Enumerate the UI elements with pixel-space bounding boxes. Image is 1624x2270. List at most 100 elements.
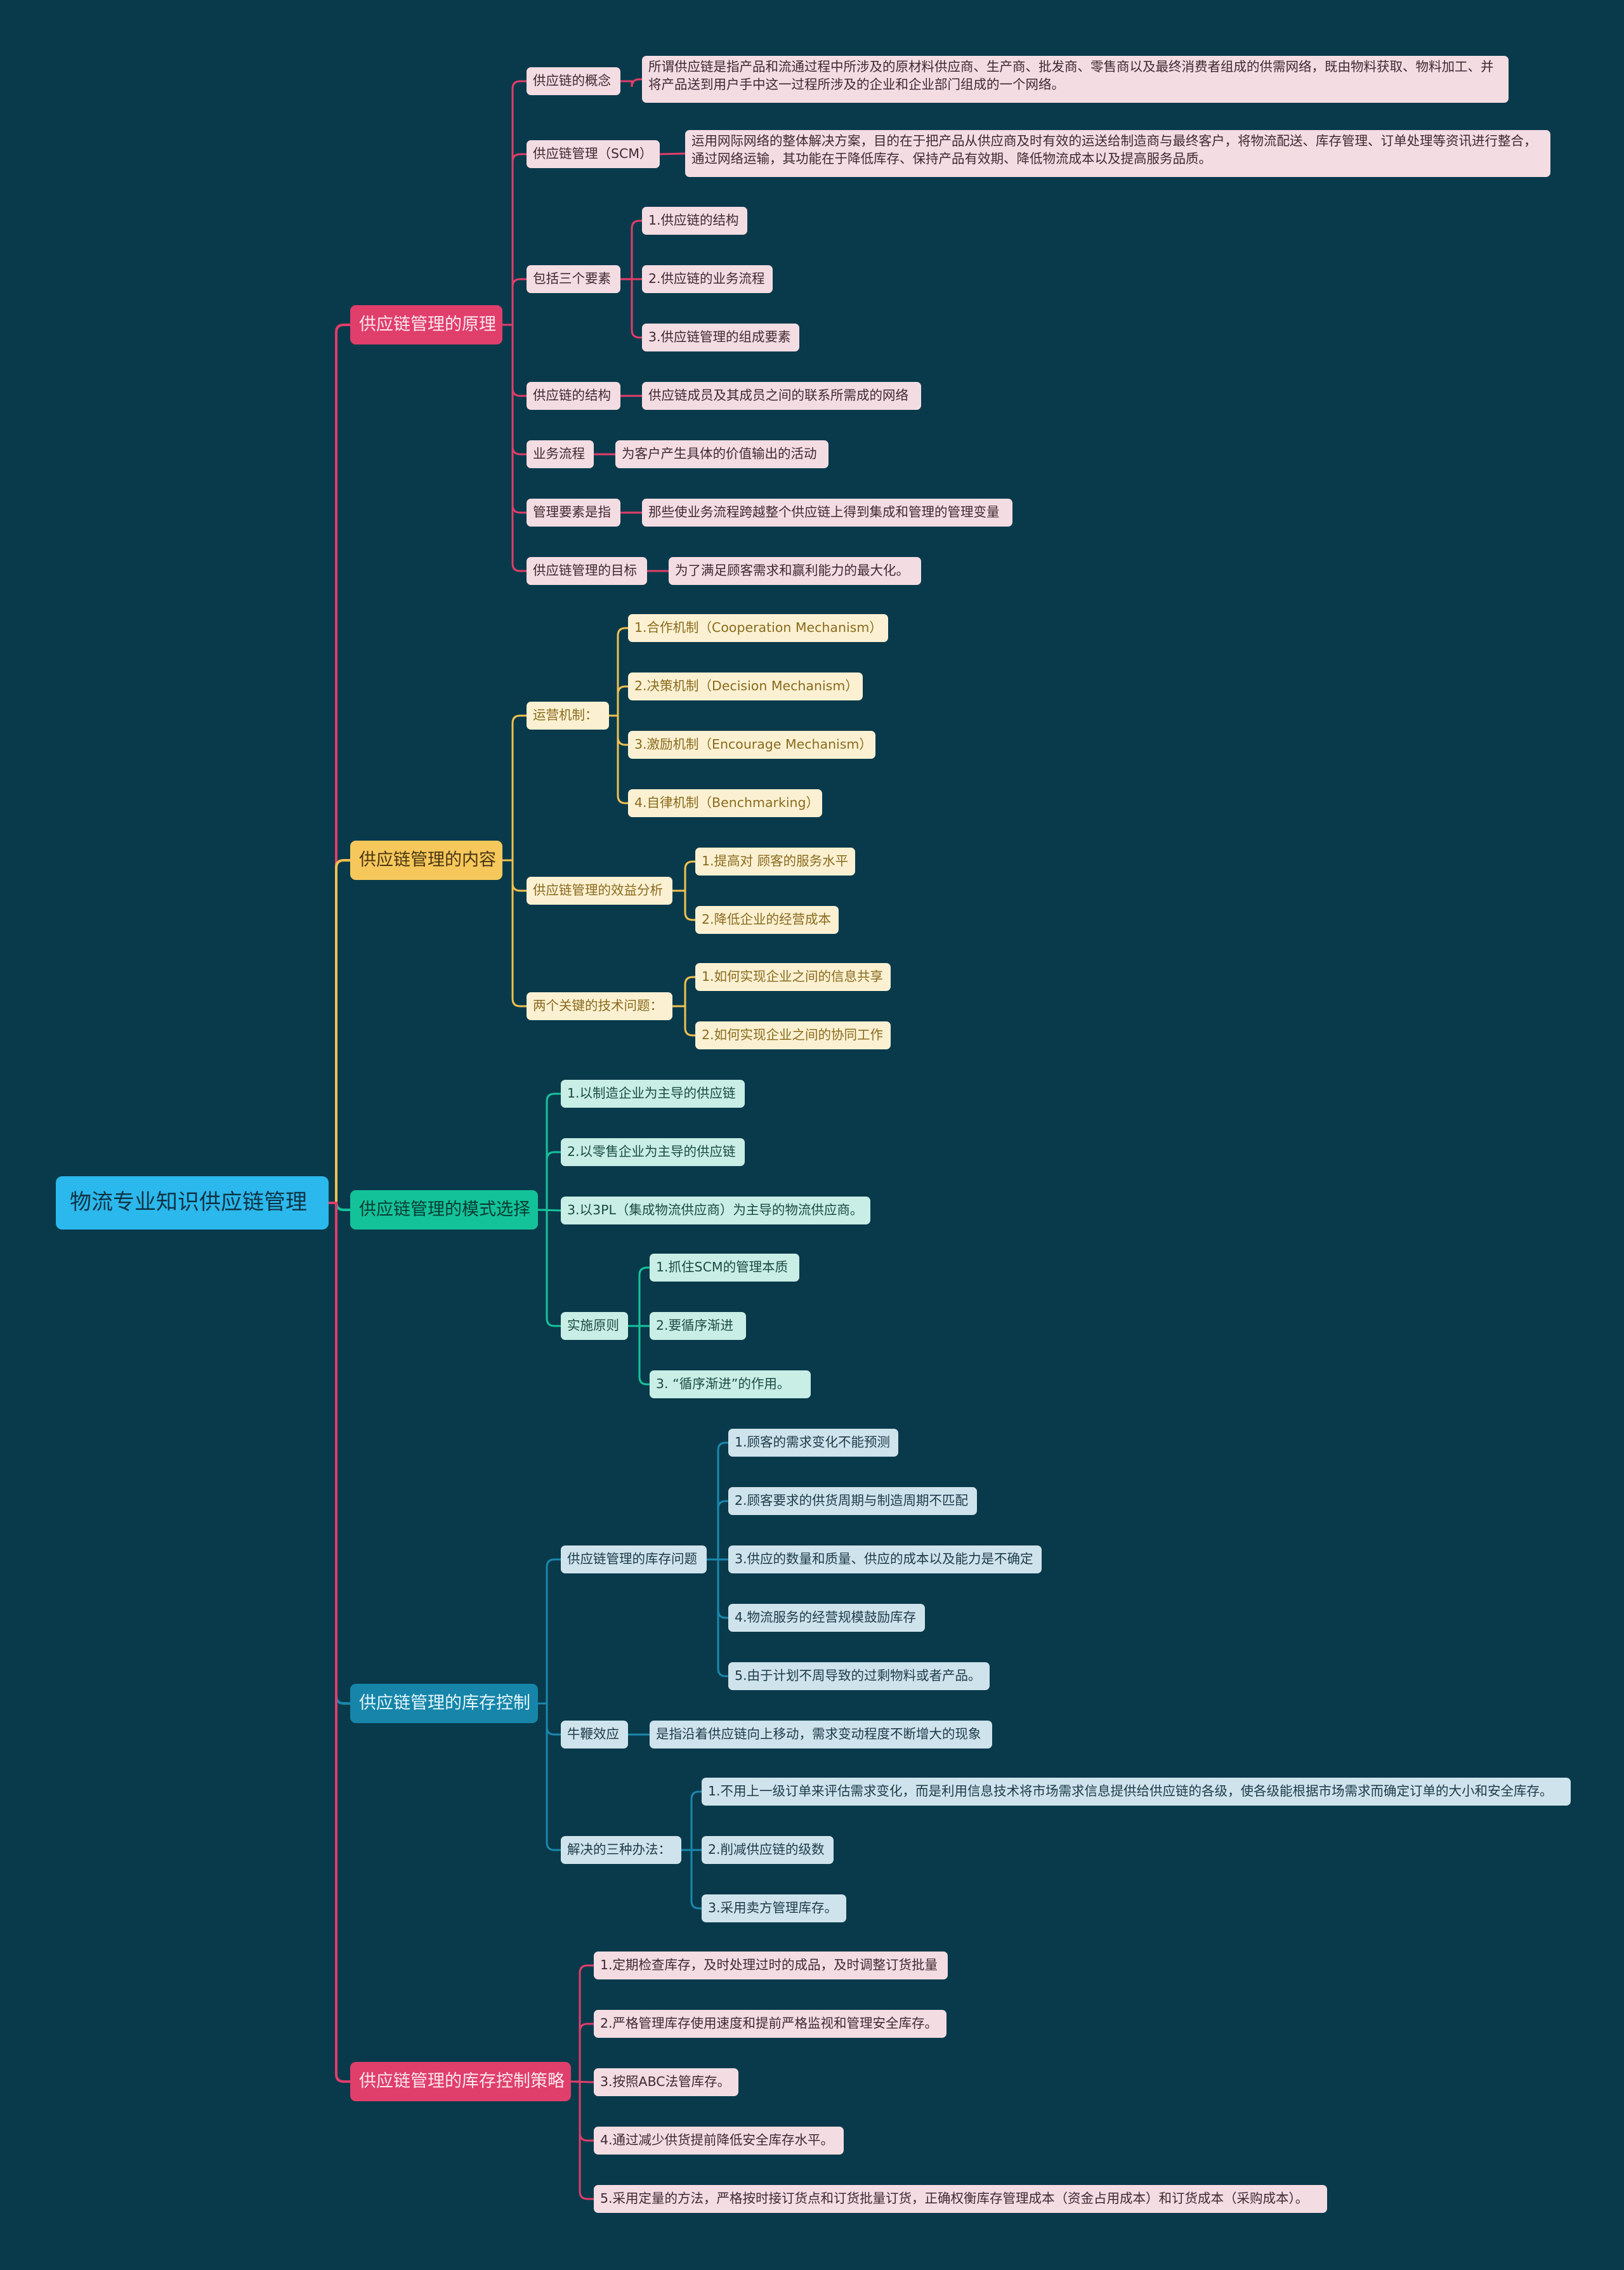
node-improve-service[interactable]: 1.提高对 顾客的服务水平 — [695, 848, 855, 876]
node-encourage-mechanism[interactable]: 3.激励机制（Encourage Mechanism） — [628, 731, 875, 759]
node-decision-mechanism[interactable]: 2.决策机制（Decision Mechanism） — [628, 672, 863, 700]
branch-mode-selection[interactable]: 供应链管理的模式选择 — [350, 1190, 538, 1230]
node-excess-materials[interactable]: 5.由于计划不周导致的过剩物料或者产品。 — [728, 1662, 990, 1690]
connector-node-key-technical-issues-0 — [671, 976, 697, 1007]
connector-branch-inventory-strategy-0 — [570, 1964, 595, 2083]
branch-inventory-control[interactable]: 供应链管理的库存控制 — [350, 1684, 538, 1723]
connector-node-key-technical-issues-1 — [671, 1005, 697, 1037]
connector-branch-principles-4 — [501, 324, 528, 456]
connector-branch-inventory-strategy-3 — [570, 2080, 595, 2142]
connector-branch-principles-0 — [501, 80, 528, 326]
node-key-technical-issues[interactable]: 两个关键的技术问题： — [527, 992, 672, 1020]
node-benchmarking[interactable]: 4.自律机制（Benchmarking） — [628, 789, 822, 817]
node-benefit-analysis[interactable]: 供应链管理的效益分析 — [527, 877, 672, 905]
connector-node-operating-mechanism-3 — [608, 714, 629, 804]
connector-branch-mode-selection-0 — [537, 1092, 562, 1211]
node-retailer-led[interactable]: 2.以零售企业为主导的供应链 — [561, 1138, 745, 1166]
node-structure[interactable]: 供应链的结构 — [527, 382, 620, 410]
connector-root-node-0 — [327, 1202, 351, 2083]
connector-branch-principles-2 — [501, 278, 528, 326]
connector-node-three-solutions-2 — [680, 1849, 703, 1910]
node-element-structure[interactable]: 1.供应链的结构 — [642, 207, 747, 235]
node-scm[interactable]: 供应链管理（SCM） — [527, 140, 660, 168]
connector-branch-inventory-strategy-4 — [570, 2080, 595, 2200]
connector-node-inventory-issues-4 — [705, 1558, 730, 1677]
connector-node-inventory-issues-1 — [705, 1500, 730, 1561]
node-scale-encourages-inventory[interactable]: 4.物流服务的经营规模鼓励库存 — [728, 1604, 925, 1632]
node-quantitative-method[interactable]: 5.采用定量的方法，严格按时接订货点和订货批量订货，正确权衡库存管理成本（资金占… — [594, 2185, 1327, 2213]
node-step-by-step[interactable]: 2.要循序渐进 — [650, 1312, 746, 1340]
node-operating-mechanism[interactable]: 运营机制： — [527, 702, 609, 730]
connector-branch-content-2 — [501, 859, 528, 1007]
node-reduce-lead-time[interactable]: 4.通过减少供货提前降低安全库存水平。 — [594, 2127, 844, 2155]
node-supply-chain-concept-detail[interactable]: 所谓供应链是指产品和流通过程中所涉及的原材料供应商、生产商、批发商、零售商以及最… — [642, 56, 1509, 103]
connector-root-node-0 — [327, 324, 351, 1204]
node-management-elements-detail[interactable]: 那些使业务流程跨越整个供应链上得到集成和管理的管理变量 — [642, 499, 1012, 527]
node-bullwhip-effect[interactable]: 牛鞭效应 — [561, 1721, 628, 1748]
node-structure-detail[interactable]: 供应链成员及其成员之间的联系所需成的网络 — [642, 382, 921, 410]
connector-branch-content-1 — [501, 859, 528, 892]
node-supply-uncertainty[interactable]: 3.供应的数量和质量、供应的成本以及能力是不确定 — [728, 1545, 1042, 1573]
node-periodic-check[interactable]: 1.定期检查库存，及时处理过时的成品，及时调整订货批量 — [594, 1952, 948, 1979]
node-3pl-led[interactable]: 3.以3PL（集成物流供应商）为主导的物流供应商。 — [561, 1197, 870, 1224]
node-strict-management[interactable]: 2.严格管理库存使用速度和提前严格监视和管理安全库存。 — [594, 2010, 946, 2038]
connector-branch-inventory-control-0 — [537, 1558, 562, 1705]
connector-root-node-0 — [327, 1202, 351, 1705]
connector-node-inventory-issues-0 — [705, 1441, 730, 1561]
connector-branch-inventory-strategy-1 — [570, 2023, 595, 2083]
node-goal-detail[interactable]: 为了满足顾客需求和赢利能力的最大化。 — [669, 557, 921, 585]
connector-node-benefit-analysis-0 — [671, 860, 697, 892]
node-unpredictable-demand[interactable]: 1.顾客的需求变化不能预测 — [728, 1429, 898, 1457]
node-collaboration[interactable]: 2.如何实现企业之间的协同工作 — [695, 1021, 891, 1049]
root-node[interactable]: 物流专业知识供应链管理 — [56, 1176, 329, 1230]
node-management-elements[interactable]: 管理要素是指 — [527, 499, 620, 527]
node-three-solutions[interactable]: 解决的三种办法： — [561, 1836, 681, 1864]
connector-node-operating-mechanism-0 — [608, 627, 629, 717]
connector-branch-inventory-control-1 — [537, 1702, 562, 1736]
connector-node-operating-mechanism-1 — [608, 685, 629, 717]
node-manufacturer-led[interactable]: 1.以制造企业为主导的供应链 — [561, 1080, 745, 1108]
connector-node-three-elements-0 — [619, 220, 643, 280]
node-implementation-principles[interactable]: 实施原则 — [561, 1312, 628, 1340]
connector-branch-mode-selection-1 — [537, 1151, 562, 1211]
node-goal[interactable]: 供应链管理的目标 — [527, 557, 647, 585]
node-reduce-cost[interactable]: 2.降低企业的经营成本 — [695, 906, 839, 934]
node-element-components[interactable]: 3.供应链管理的组成要素 — [642, 324, 799, 351]
branch-principles[interactable]: 供应链管理的原理 — [350, 305, 502, 344]
node-abc-method[interactable]: 3.按照ABC法管库存。 — [594, 2068, 738, 2096]
connector-branch-content-0 — [501, 714, 528, 862]
node-business-process-detail[interactable]: 为客户产生具体的价值输出的活动 — [615, 440, 828, 468]
node-business-process[interactable]: 业务流程 — [527, 440, 594, 468]
connector-branch-mode-selection-3 — [537, 1209, 562, 1327]
node-share-demand-info[interactable]: 1.不用上一级订单来评估需求变化，而是利用信息技术将市场需求信息提供给供应链的各… — [702, 1778, 1571, 1806]
node-element-process[interactable]: 2.供应链的业务流程 — [642, 265, 773, 293]
connector-branch-principles-1 — [501, 153, 528, 326]
node-bullwhip-detail[interactable]: 是指沿着供应链向上移动，需求变动程度不断增大的现象 — [650, 1721, 992, 1748]
node-inventory-issues[interactable]: 供应链管理的库存问题 — [561, 1545, 707, 1573]
node-info-sharing[interactable]: 1.如何实现企业之间的信息共享 — [695, 963, 891, 991]
connector-branch-principles-5 — [501, 324, 528, 514]
node-cooperation-mechanism[interactable]: 1.合作机制（Cooperation Mechanism） — [628, 614, 888, 642]
node-supply-chain-concept[interactable]: 供应链的概念 — [527, 67, 620, 95]
node-step-by-step-role[interactable]: 3. “循序渐进”的作用。 — [650, 1370, 811, 1398]
connector-node-three-elements-2 — [619, 278, 643, 339]
connector-node-implementation-principles-0 — [627, 1266, 651, 1327]
connector-root-node-0 — [327, 859, 351, 1204]
connector-node-supply-chain-concept-0 — [619, 78, 643, 88]
connector-branch-inventory-control-2 — [537, 1702, 562, 1851]
node-three-elements[interactable]: 包括三个要素 — [527, 265, 620, 293]
node-grasp-scm-essence[interactable]: 1.抓住SCM的管理本质 — [650, 1254, 799, 1282]
node-cycle-mismatch[interactable]: 2.顾客要求的供货周期与制造周期不匹配 — [728, 1487, 977, 1515]
node-reduce-levels[interactable]: 2.削减供应链的级数 — [702, 1836, 834, 1864]
connector-branch-principles-3 — [501, 324, 528, 397]
node-vendor-managed-inventory[interactable]: 3.采用卖方管理库存。 — [702, 1894, 846, 1922]
connector-node-benefit-analysis-1 — [671, 889, 697, 921]
branch-inventory-strategy[interactable]: 供应链管理的库存控制策略 — [350, 2062, 571, 2101]
connector-node-three-solutions-0 — [680, 1790, 703, 1851]
node-scm-detail[interactable]: 运用网际网络的整体解决方案，目的在于把产品从供应商及时有效的运送给制造商与最终客… — [685, 130, 1550, 177]
connector-node-implementation-principles-2 — [627, 1325, 651, 1386]
connector-branch-principles-6 — [501, 324, 528, 572]
branch-content[interactable]: 供应链管理的内容 — [350, 841, 502, 880]
